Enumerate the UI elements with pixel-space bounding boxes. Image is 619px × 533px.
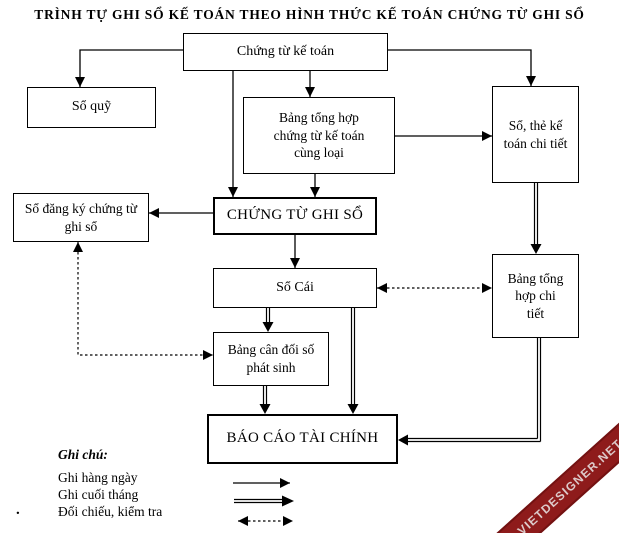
node-so-cai: Sổ Cái: [213, 268, 377, 308]
node-bang-tong-hop-chung-tu: Bảng tổng hợp chứng từ kế toán cùng loại: [243, 97, 395, 174]
node-label: CHỨNG TỪ GHI SỔ: [226, 207, 364, 224]
legend-item-reconcile: Đối chiếu, kiểm tra: [58, 504, 163, 519]
node-label: Sổ đăng ký chứng từ ghi sổ: [24, 200, 138, 234]
stray-period-mark: .: [16, 502, 20, 518]
node-label: Sổ quỹ: [71, 99, 112, 115]
dotted-arrow-sodangky-bangcandoi: [73, 242, 213, 360]
node-bang-tong-hop-chi-tiet: Bảng tổng hợp chi tiết: [492, 254, 579, 338]
arrow-chungtuketoan-soquy: [75, 49, 183, 87]
legend-item-daily: Ghi hàng ngày: [58, 470, 138, 485]
node-bang-can-doi-so-phat-sinh: Bảng cân đối số phát sinh: [213, 332, 329, 386]
double-arrow-bangcandoi-baocao: [259, 386, 271, 414]
node-label: Bảng tổng hợp chi tiết: [507, 270, 564, 321]
node-label: Chứng từ kế toán: [236, 43, 335, 59]
node-label: Sổ Cái: [276, 279, 314, 295]
double-arrow-socai-bangcandoi: [262, 308, 274, 332]
double-arrow-sothe-bangtonghopchitiet: [530, 183, 542, 254]
legend-samples: [233, 478, 294, 526]
node-so-dang-ky-chung-tu-ghi-so: Sổ đăng ký chứng từ ghi sổ: [13, 193, 149, 242]
node-label: BÁO CÁO TÀI CHÍNH: [226, 430, 379, 447]
node-chung-tu-ghi-so: CHỨNG TỪ GHI SỔ: [213, 197, 377, 235]
node-label: Bảng cân đối số phát sinh: [227, 342, 315, 375]
node-so-quy: Sổ quỹ: [27, 87, 156, 128]
legend-heading: Ghi chú:: [58, 447, 108, 462]
diagram-title: TRÌNH TỰ GHI SỔ KẾ TOÁN THEO HÌNH THỨC K…: [34, 7, 585, 22]
legend-item-monthend: Ghi cuối tháng: [58, 487, 139, 502]
node-chung-tu-ke-toan: Chứng từ kế toán: [183, 33, 388, 71]
legend-sample-monthend-arrow: [234, 495, 294, 507]
node-label: Sổ, thẻ kế toán chi tiết: [503, 117, 568, 151]
node-so-the-ke-toan-chi-tiet: Sổ, thẻ kế toán chi tiết: [492, 86, 579, 183]
node-bao-cao-tai-chinh: BÁO CÁO TÀI CHÍNH: [207, 414, 398, 464]
double-arrow-bangtonghopchitiet-baocao: [398, 338, 542, 446]
arrow-chungtuketoan-sothe: [387, 49, 536, 86]
node-label: Bảng tổng hợp chứng từ kế toán cùng loại: [273, 110, 365, 161]
double-arrow-socai-baocao: [347, 308, 359, 414]
